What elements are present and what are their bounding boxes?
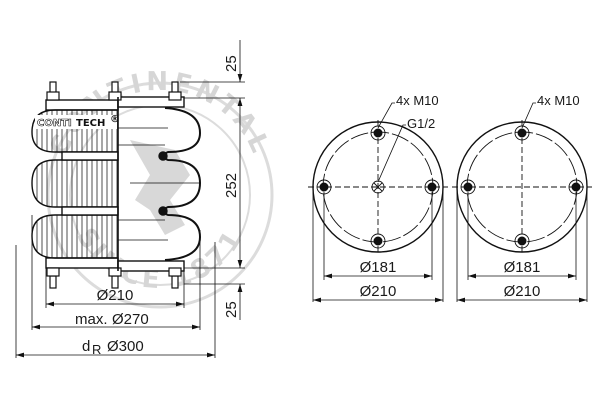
max-diameter-prefix: max. <box>75 311 108 328</box>
top-view-without-port <box>452 102 592 303</box>
dr-subscript: R <box>92 342 101 357</box>
air-spring-side-view <box>31 81 202 289</box>
right-bolt-circle-dim: Ø181 <box>504 259 541 276</box>
svg-text:®: ® <box>110 114 120 125</box>
right-bolt-label: 4x M10 <box>537 93 580 108</box>
left-plate-diameter-dim: Ø210 <box>360 283 397 300</box>
max-diameter-dim: Ø270 <box>112 311 149 328</box>
overall-height-dim: 252 <box>223 173 240 198</box>
air-port-icon <box>371 180 385 194</box>
top-view-with-port <box>308 102 448 303</box>
right-plate-diameter-dim: Ø210 <box>504 283 541 300</box>
top-clearance-dim: 25 <box>223 55 240 72</box>
height-dimensions <box>180 40 245 320</box>
bolt-holes <box>316 125 440 249</box>
dr-label: d <box>82 338 90 355</box>
svg-text:CONTI: CONTI <box>37 118 72 129</box>
port-label: G1/2 <box>407 116 435 131</box>
plate-diameter-dim: Ø210 <box>97 287 134 304</box>
left-bolt-circle-dim: Ø181 <box>360 259 397 276</box>
left-bolt-label: 4x M10 <box>396 93 439 108</box>
contitech-logo: CONTI TECH ® <box>35 114 120 129</box>
width-dimensions <box>15 215 216 358</box>
dr-diameter-dim: Ø300 <box>107 338 144 355</box>
svg-text:TECH: TECH <box>76 118 105 129</box>
bottom-clearance-dim: 25 <box>223 301 240 318</box>
